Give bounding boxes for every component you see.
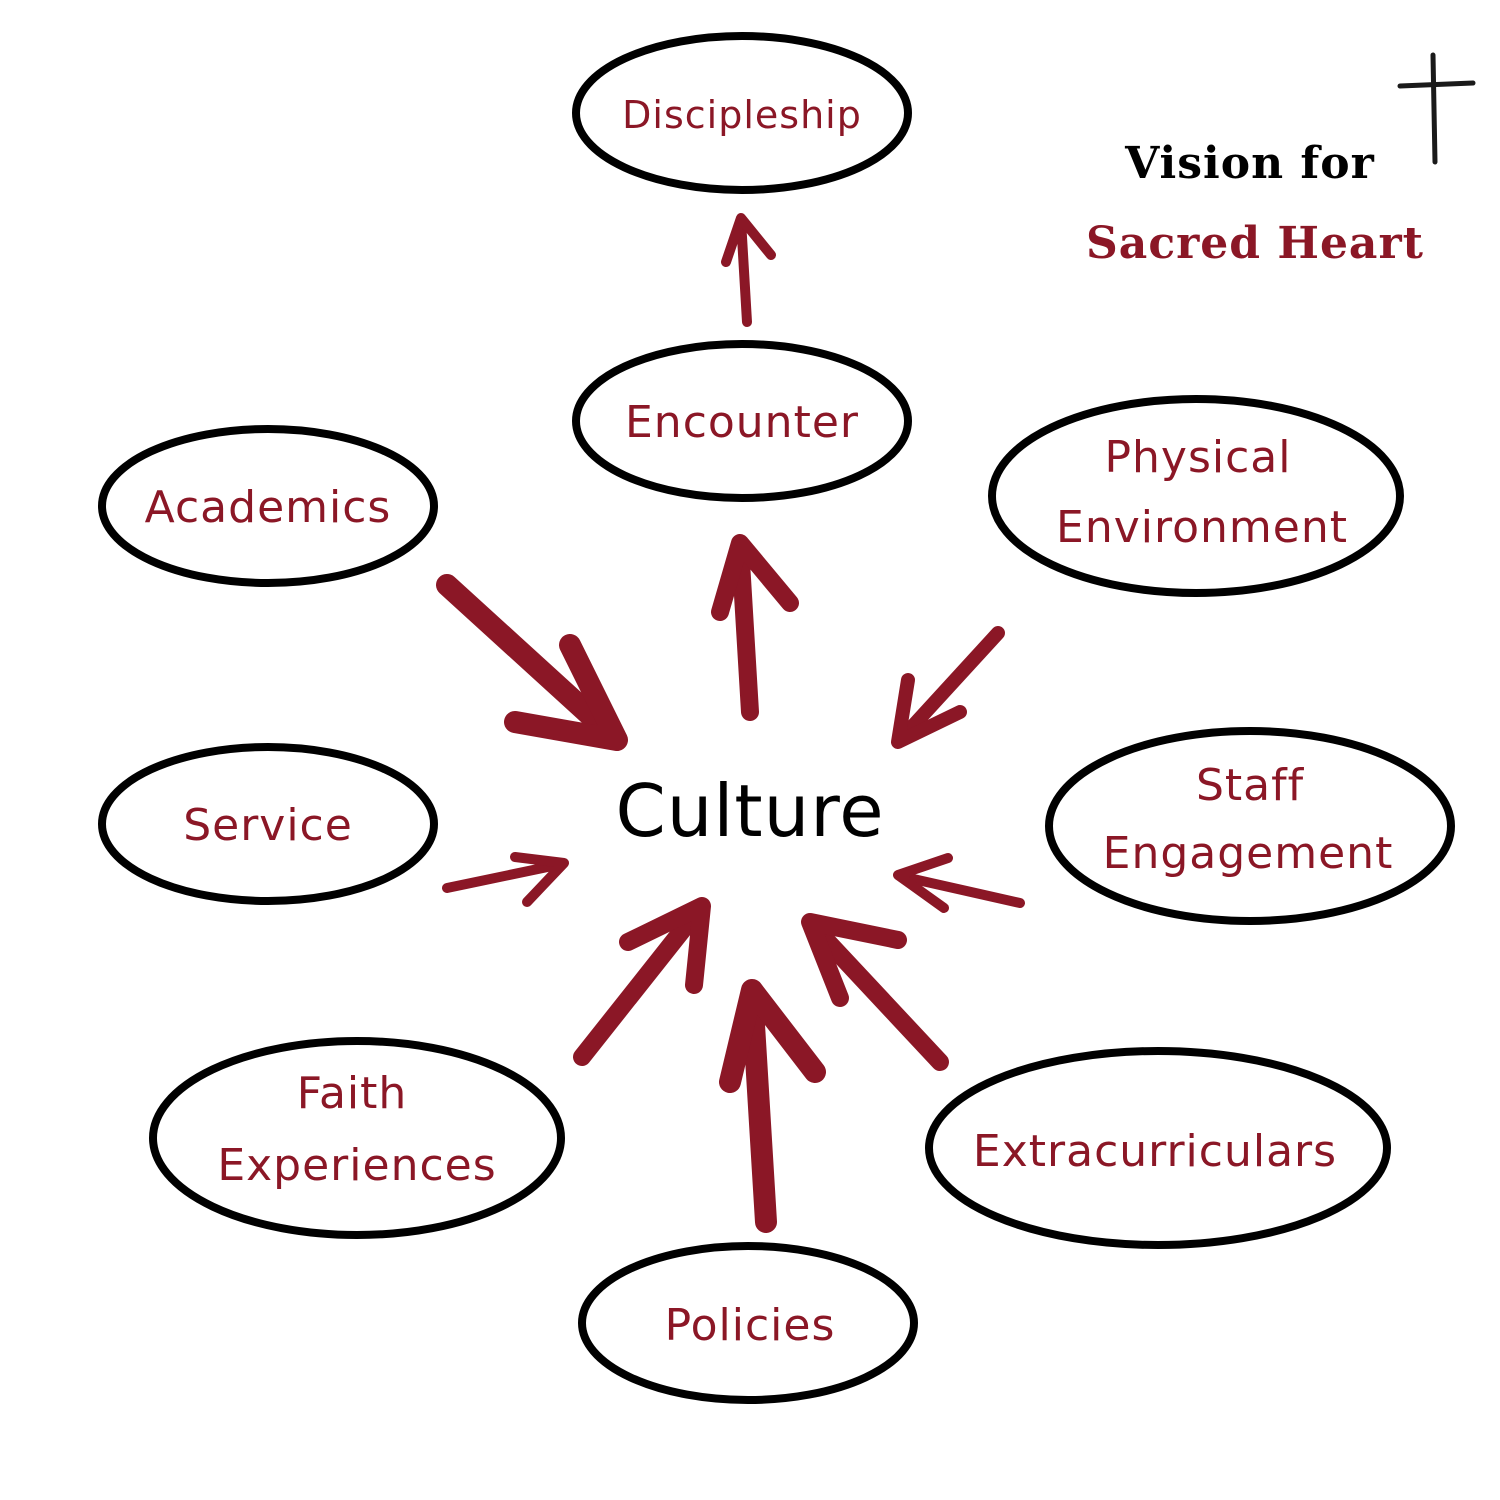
node-staff-engagement-line1: Staff <box>1196 760 1305 811</box>
node-faith-experiences-ellipse <box>149 1037 565 1239</box>
center-culture-label: Culture <box>615 769 884 853</box>
node-discipleship-ellipse <box>572 32 912 194</box>
node-policies-ellipse <box>578 1242 918 1404</box>
node-staff-engagement-line2: Engagement <box>1103 828 1394 879</box>
arrow-extracurriculars-to-culture <box>801 913 949 1071</box>
node-academics-label: Academics <box>145 482 392 533</box>
arrow-academics-to-culture <box>436 574 628 751</box>
node-academics-ellipse <box>98 425 438 587</box>
node-extracurriculars-ellipse <box>925 1047 1391 1249</box>
node-physical-environment-line1: Physical <box>1105 432 1292 483</box>
arrow-culture-to-encounter <box>711 534 799 721</box>
node-faith-experiences-line1: Faith <box>297 1068 408 1119</box>
title-block: Vision for Sacred Heart <box>1086 52 1476 269</box>
node-policies-label: Policies <box>665 1300 836 1351</box>
node-faith-experiences-line2: Experiences <box>217 1140 496 1191</box>
arrow-service-to-culture <box>442 852 569 907</box>
node-encounter-ellipse <box>572 340 912 502</box>
node-extracurriculars-label: Extracurriculars <box>973 1126 1337 1177</box>
arrow-faith-experiences-to-culture <box>573 897 711 1066</box>
node-service-label: Service <box>183 800 353 851</box>
node-service-ellipse <box>98 743 438 905</box>
node-encounter-label: Encounter <box>625 397 859 448</box>
node-physical-environment-ellipse <box>988 395 1404 597</box>
node-staff-engagement-ellipse <box>1045 727 1455 925</box>
node-physical-environment-line2: Environment <box>1056 502 1348 553</box>
arrow-policies-to-culture <box>719 979 826 1233</box>
title-line-2: Sacred Heart <box>1086 218 1424 269</box>
title-line-1: Vision for <box>1124 138 1375 189</box>
arrow-physical-environment-to-culture <box>891 626 1005 749</box>
node-discipleship-label: Discipleship <box>622 93 862 137</box>
arrow-staff-engagement-to-culture <box>893 853 1025 913</box>
cross-icon <box>1397 52 1476 165</box>
arrow-encounter-to-discipleship <box>721 213 776 327</box>
